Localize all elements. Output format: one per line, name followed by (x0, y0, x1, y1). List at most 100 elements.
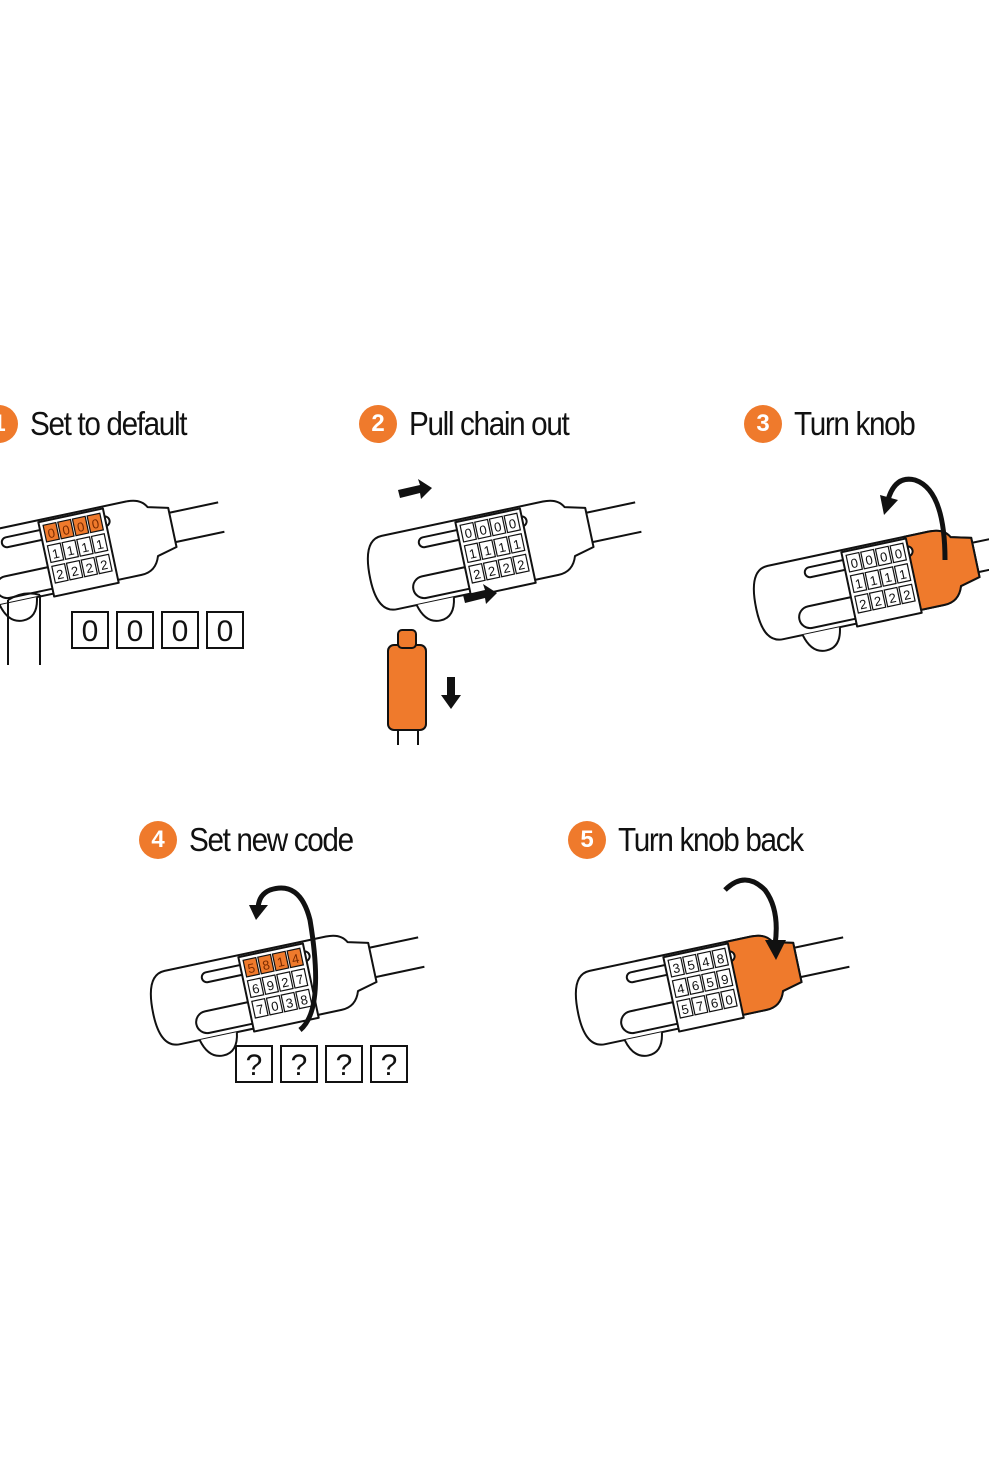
dial-digit: 1 (80, 539, 90, 555)
orange-knob (725, 934, 803, 1017)
step-4-title: 4 Set new code (139, 821, 371, 859)
dial-digit: 0 (90, 516, 100, 532)
chain-plug-head (397, 629, 417, 649)
dial-digit: 9 (265, 978, 275, 994)
dial-digit: 4 (676, 981, 686, 997)
arrow-right-icon (398, 479, 432, 499)
dial-window (868, 589, 887, 611)
dial-window (57, 518, 75, 540)
dial-digit: 1 (95, 536, 105, 552)
dial-digit: 7 (255, 1001, 265, 1017)
dial-digit: 7 (695, 998, 705, 1014)
dial-window (295, 988, 313, 1010)
dial-digit: 1 (276, 954, 286, 970)
dial-window (474, 518, 492, 540)
dial-digit: 0 (879, 549, 889, 565)
dial-window (715, 968, 734, 989)
step-2-title: 2 Pull chain out (359, 405, 586, 443)
dial-window (61, 539, 80, 561)
dial-digit: 6 (251, 981, 261, 997)
lock-foot (623, 1032, 663, 1057)
dial-window (874, 545, 893, 567)
dial-window (86, 512, 105, 534)
step-1-code-box (71, 611, 109, 649)
step-3-title: 3 Turn knob (744, 405, 928, 443)
dial-window (671, 977, 690, 999)
dial-window (276, 971, 294, 992)
dial-digit: 0 (849, 555, 859, 571)
orange-knob (903, 529, 981, 612)
step-5-number-badge: 5 (568, 821, 606, 859)
cable (972, 531, 989, 574)
dial-window (257, 953, 275, 975)
arrow-head-icon (765, 940, 786, 960)
dial-digit: 5 (705, 974, 715, 990)
dial-digit: 5 (246, 960, 256, 976)
step-1-code-box (206, 611, 244, 649)
dial-window (42, 521, 61, 543)
dial-window (720, 988, 738, 1010)
dial-window (51, 562, 69, 584)
step-4-code-digit: ? (381, 1049, 398, 1082)
arrow-right-icon (463, 584, 497, 604)
dial-window (696, 950, 715, 972)
post (7, 592, 41, 665)
dial-window (261, 974, 280, 996)
dial-window (849, 572, 868, 594)
dial-digit: 1 (468, 546, 478, 562)
dial-digit: 0 (76, 519, 86, 535)
dial-digit: 2 (487, 563, 497, 579)
step-1-code-box (116, 611, 154, 649)
step-1-code-digit: 0 (172, 615, 189, 648)
step-1-code-box (161, 611, 199, 649)
dial-digit: 3 (284, 995, 294, 1011)
cable (794, 936, 850, 979)
dial-window (889, 542, 908, 564)
dial-window (860, 548, 878, 570)
dial-window (667, 956, 686, 978)
dial-digit: 4 (290, 951, 300, 967)
dial-window (503, 512, 522, 534)
step-4-code-digit: ? (336, 1049, 353, 1082)
dial-window (265, 994, 284, 1016)
cable (169, 501, 225, 544)
dial-window (482, 559, 501, 581)
lock-foot (415, 597, 455, 622)
step-4-code-box (280, 1045, 318, 1083)
dial-window (459, 521, 478, 543)
dial-digit: 0 (493, 519, 503, 535)
dial-digit: 1 (868, 573, 878, 589)
step-1-title: 1 Set to default (0, 405, 203, 443)
dial-digit: 2 (858, 596, 868, 612)
dial-window (879, 566, 897, 587)
cable (369, 936, 425, 979)
dial-digit: 1 (883, 569, 893, 585)
dial-digit: 9 (720, 971, 730, 987)
step-1-code-digit: 0 (127, 615, 144, 648)
dial-digit: 0 (46, 525, 56, 541)
dial-window (507, 533, 526, 554)
dial-digit: 2 (280, 974, 290, 990)
dial-window (290, 968, 309, 989)
dial-digit: 7 (295, 971, 305, 987)
dial-window (676, 997, 694, 1019)
dial-window (883, 586, 902, 608)
step-1-label: Set to default (30, 405, 187, 442)
lock-foot (198, 1032, 238, 1057)
dial-window (686, 974, 705, 996)
arrow-head-icon (249, 905, 268, 920)
dial-digit: 2 (516, 557, 526, 573)
dial-digit: 8 (299, 992, 309, 1008)
step-4-code-digit: ? (246, 1049, 263, 1082)
dial-digit: 1 (65, 543, 75, 559)
dial-window (488, 515, 507, 537)
dial-window (893, 563, 912, 584)
dial-digit: 2 (887, 590, 897, 606)
dial-window (682, 953, 700, 975)
step-4-code-box (325, 1045, 363, 1083)
dial-window (271, 950, 290, 972)
dial-window (690, 994, 709, 1016)
dial-window (705, 991, 724, 1013)
